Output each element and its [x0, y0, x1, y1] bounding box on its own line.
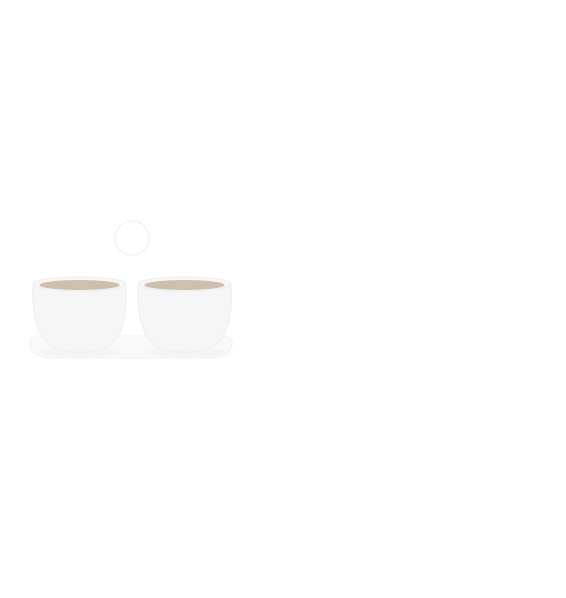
tea-cup-icon — [137, 276, 232, 353]
steam-bubble-icon — [114, 220, 150, 256]
tea-surface — [39, 280, 120, 290]
tea-cup-icon — [32, 276, 127, 353]
tea-surface — [144, 280, 225, 290]
